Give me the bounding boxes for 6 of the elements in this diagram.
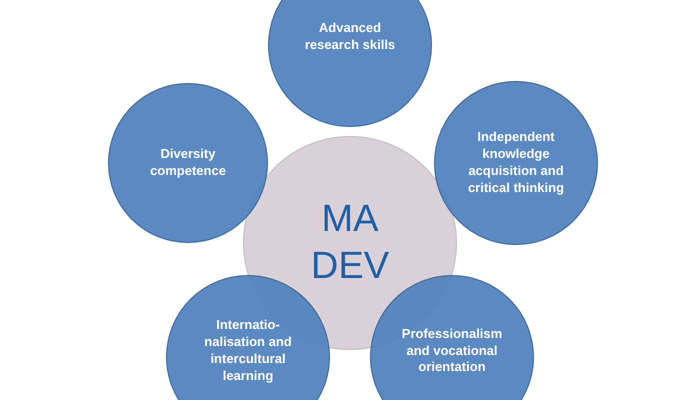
circle-label: Independent knowledge acquisition and critical thinking	[466, 129, 566, 197]
circle-label: Diversity competence	[149, 146, 227, 180]
circle-label: Advanced research skills	[304, 20, 396, 54]
circle-label: Internatio- nalisation and intercultural learning	[203, 317, 293, 385]
circle-label: Professionalism and vocational orientation	[400, 326, 504, 376]
circle-label: MA DEV	[310, 196, 390, 289]
